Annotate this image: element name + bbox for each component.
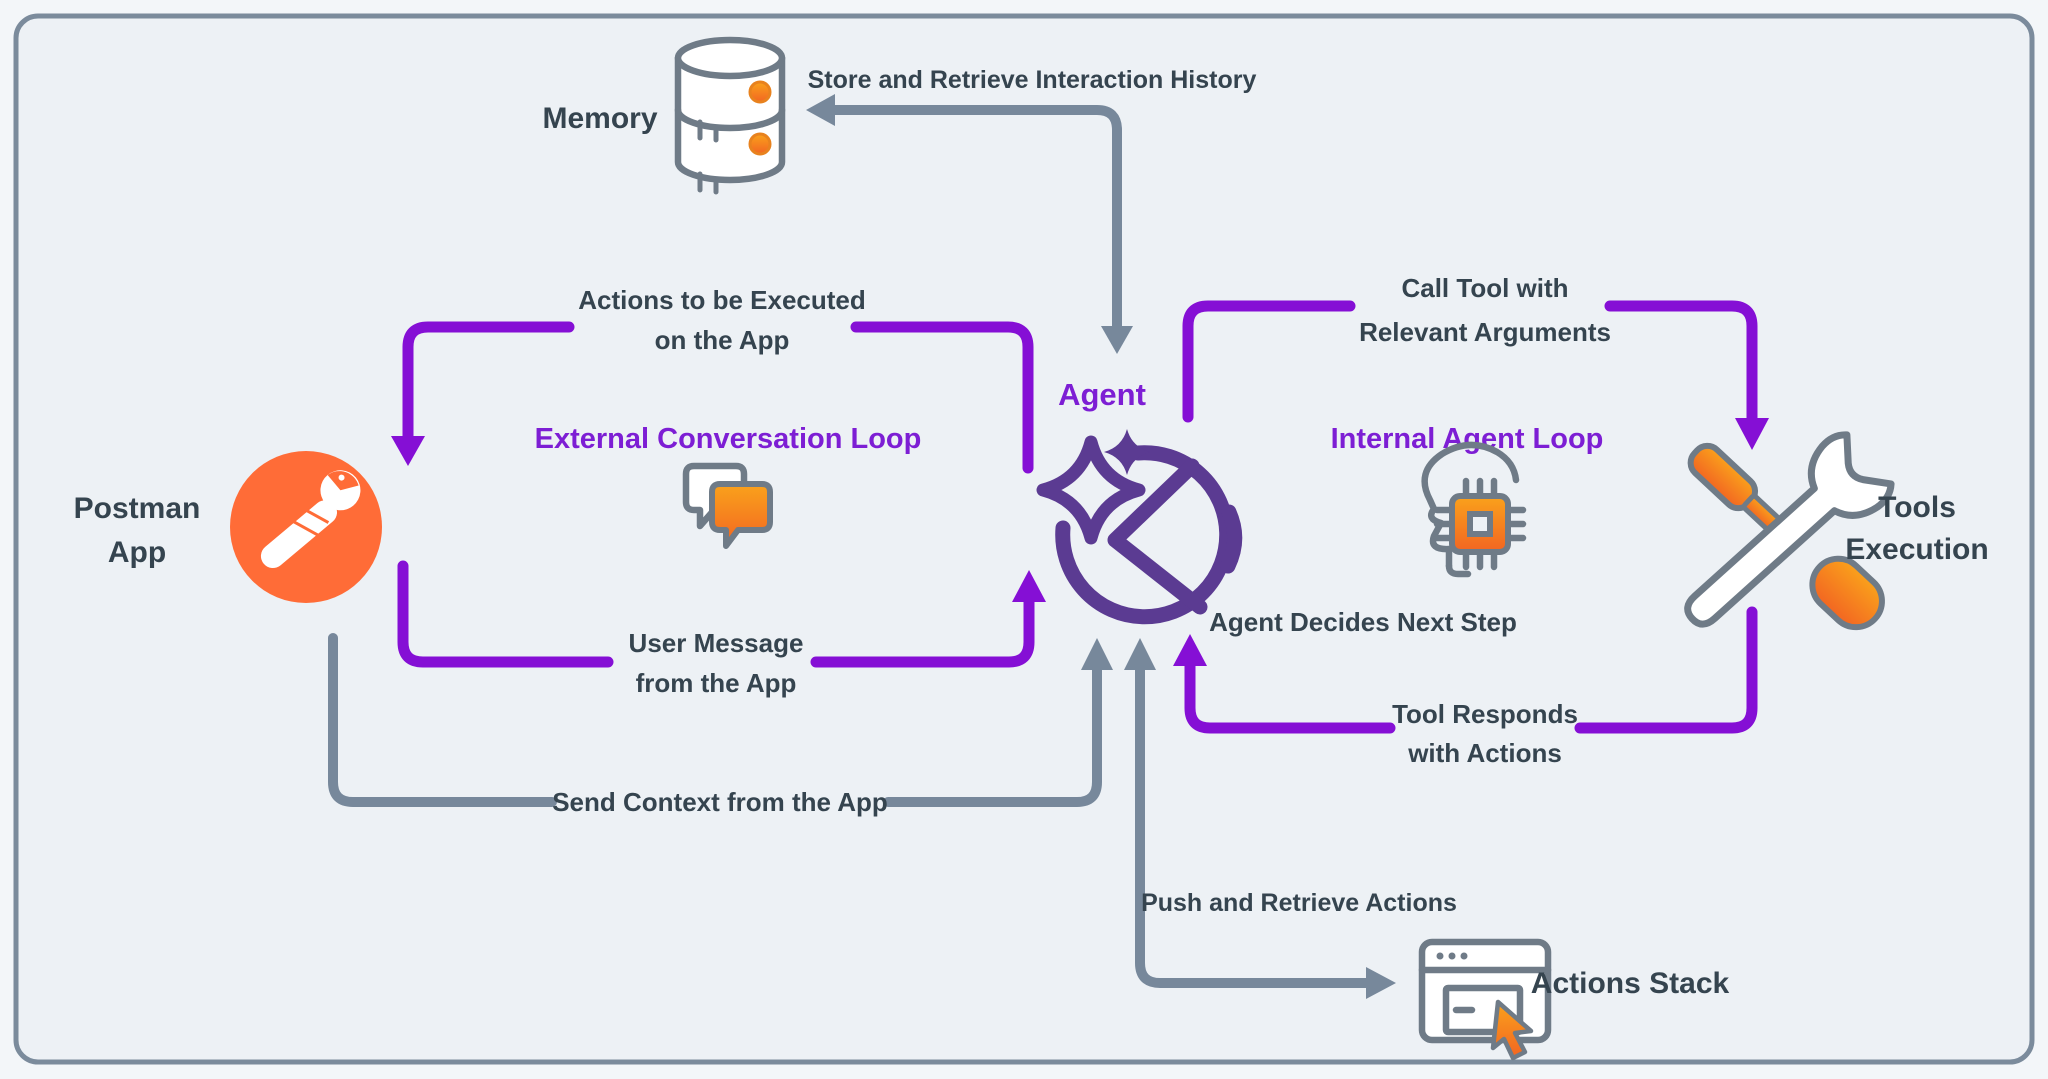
arrowhead-down-tools — [1735, 418, 1769, 450]
edge-label-push-retrieve: Push and Retrieve Actions — [1141, 889, 1457, 917]
arrowhead-right-stack — [1366, 967, 1396, 999]
database-dot-top — [748, 80, 772, 104]
agent-label: Agent — [1058, 377, 1146, 412]
node-memory: Memory — [542, 36, 786, 195]
memory-label: Memory — [542, 102, 657, 135]
wrench — [1684, 431, 1895, 628]
browser-window-icon — [1418, 938, 1552, 1061]
arrowhead-down-postman — [391, 436, 425, 466]
actions-stack-label: Actions Stack — [1531, 967, 1730, 1000]
arrowhead-left-memory — [806, 94, 835, 126]
chip-core — [1467, 511, 1493, 537]
database-icon — [674, 36, 786, 195]
arrowhead-up-agent-left — [1012, 570, 1046, 602]
edge-push-retrieve: Push and Retrieve Actions — [1124, 638, 1457, 999]
arrowhead-down-agent — [1101, 326, 1133, 354]
sparkle-large — [1036, 435, 1146, 545]
node-actions-stack: Actions Stack — [1418, 938, 1730, 1061]
external-loop-label: External Conversation Loop — [535, 423, 922, 455]
chat-bubbles-icon — [682, 462, 773, 549]
node-postman-app: Postman App — [74, 451, 382, 603]
sparkle-small — [1104, 429, 1150, 475]
tools-label-2: Execution — [1845, 533, 1988, 566]
postman-label-1: Postman — [74, 492, 201, 525]
node-agent: Agent — [1036, 377, 1243, 625]
head-chip-icon — [1421, 441, 1527, 578]
postman-astronaut — [260, 470, 361, 569]
edge-label-agent-decides: Agent Decides Next Step — [1209, 607, 1517, 637]
tools-label-1: Tools — [1878, 491, 1956, 524]
edge-label-send-context: Send Context from the App — [552, 787, 888, 817]
edge-label-call-tool-1: Call Tool with — [1401, 273, 1568, 303]
edge-call-tool: Call Tool with Relevant Arguments — [1182, 273, 1769, 450]
arrowhead-up-agent-right — [1173, 634, 1207, 666]
edge-label-call-tool-2: Relevant Arguments — [1359, 317, 1611, 347]
edge-label-user-message-2: from the App — [636, 668, 797, 698]
postman-label-2: App — [108, 536, 166, 569]
edge-user-message: User Message from the App — [397, 560, 1046, 698]
cursor-icon — [1490, 999, 1534, 1061]
screwdriver-tip — [1809, 555, 1885, 631]
edge-label-tool-responds-1: Tool Responds — [1392, 699, 1578, 729]
arrowhead-up-agent-stack — [1124, 638, 1156, 670]
edge-send-context: Send Context from the App — [328, 633, 1113, 817]
edge-label-user-message-1: User Message — [629, 628, 804, 658]
internal-loop: Internal Agent Loop — [1331, 423, 1604, 578]
edge-label-actions-executed-2: on the App — [655, 325, 790, 355]
arrowhead-up-agent-context — [1081, 638, 1113, 670]
edge-label-store-retrieve: Store and Retrieve Interaction History — [808, 66, 1257, 94]
edge-label-tool-responds-2: with Actions — [1407, 738, 1562, 768]
edge-tool-responds: Tool Responds with Actions — [1173, 606, 1758, 768]
node-tools-execution: Tools Execution — [1684, 431, 1989, 631]
external-loop: External Conversation Loop — [535, 423, 922, 549]
database-dot-bottom — [748, 132, 772, 156]
tools-icon — [1684, 431, 1895, 631]
edge-actions-executed: Actions to be Executed on the App — [391, 285, 1034, 474]
edge-store-retrieve: Store and Retrieve Interaction History — [806, 66, 1256, 354]
internal-loop-label: Internal Agent Loop — [1331, 423, 1604, 455]
edge-label-actions-executed-1: Actions to be Executed — [578, 285, 866, 315]
agent-sparkle-icon — [1036, 429, 1243, 625]
